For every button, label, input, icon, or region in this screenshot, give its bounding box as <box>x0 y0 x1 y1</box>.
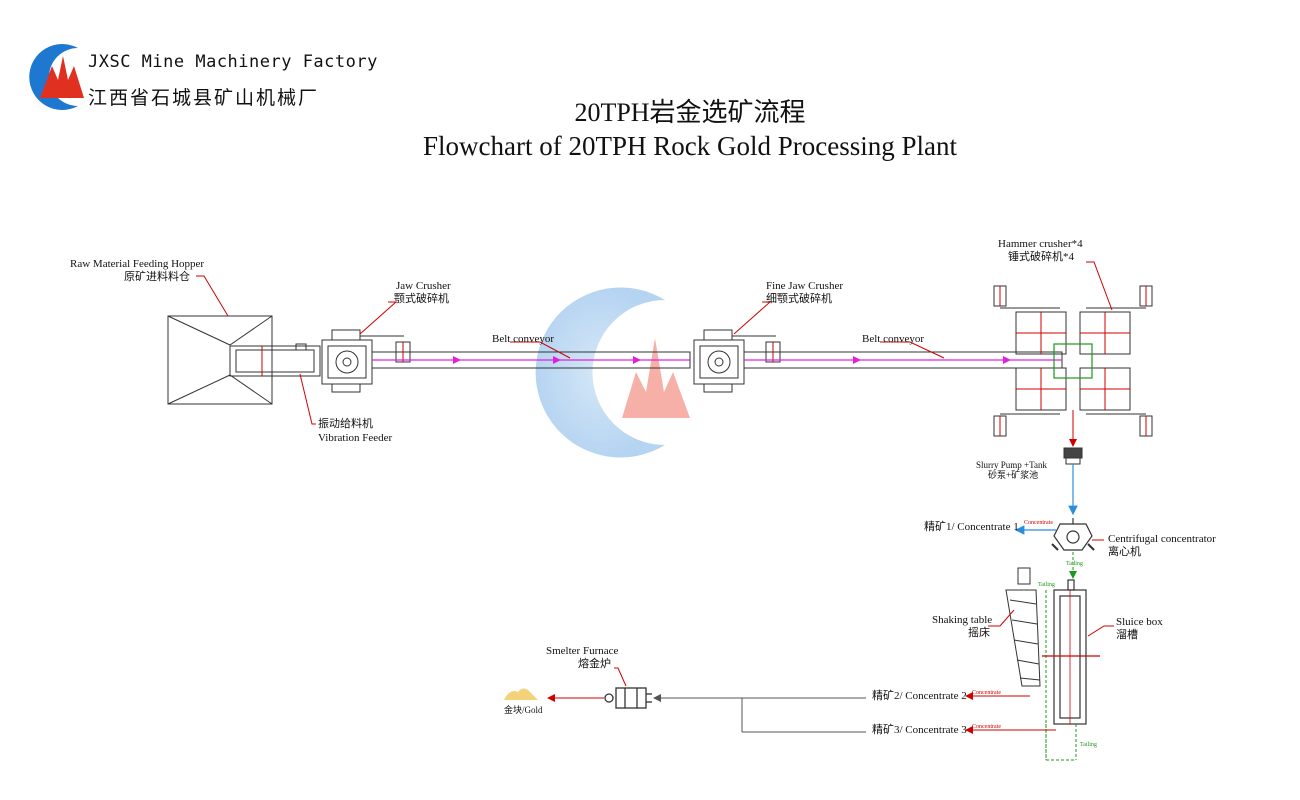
shaking-table <box>1005 567 1041 687</box>
belt-conveyor-2 <box>743 351 1063 369</box>
jaw-crusher-label-cn: 颚式破碎机 <box>394 293 449 305</box>
leader-lines <box>196 261 1114 687</box>
smelter-furnace <box>604 687 652 709</box>
concentrate-2-tag: Concentrate <box>972 690 1001 696</box>
concentrate-2-label: 精矿2/ Concentrate 2 <box>872 690 967 702</box>
fine-jaw-crusher <box>693 329 781 393</box>
sluice-box-label-en: Sluice box <box>1116 616 1163 628</box>
title-cn: 20TPH岩金选矿流程 <box>574 98 806 127</box>
tailing-tag-table: Tailing <box>1038 582 1055 588</box>
gold-label: 金块/Gold <box>504 705 543 715</box>
fine-jaw-crusher-label-en: Fine Jaw Crusher <box>766 280 843 292</box>
shaking-table-label-en: Shaking table <box>932 614 993 626</box>
vibration-feeder-label-cn: 振动给料机 <box>318 418 373 430</box>
concentrate-3-label: 精矿3/ Concentrate 3 <box>872 724 967 736</box>
merge-lines <box>653 694 866 733</box>
vibration-feeder <box>229 343 321 377</box>
centrifugal-label-en: Centrifugal concentrator <box>1108 533 1216 545</box>
tailing-tag-centrifugal: Tailing <box>1066 561 1083 567</box>
belt-conveyor-1 <box>371 351 691 369</box>
company-name-cn: 江西省石城县矿山机械厂 <box>88 87 320 109</box>
centrifugal-concentrator <box>1051 518 1095 551</box>
belt-conveyor-2-label: Belt conveyor <box>862 333 925 345</box>
company-name-en: JXSC Mine Machinery Factory <box>88 52 378 72</box>
centrifugal-label-cn: 离心机 <box>1108 546 1141 558</box>
jaw-crusher-label-en: Jaw Crusher <box>396 280 451 292</box>
smelter-label-cn: 熔金炉 <box>578 658 611 670</box>
belt-conveyor-1-label: Belt conveyor <box>492 333 555 345</box>
concentrate-1-tag: Concentrate <box>1024 520 1053 526</box>
hopper-label-en: Raw Material Feeding Hopper <box>70 258 205 270</box>
hammer-crusher-group <box>993 285 1153 437</box>
fine-jaw-crusher-label-cn: 细颚式破碎机 <box>766 293 832 305</box>
vibration-feeder-label-en: Vibration Feeder <box>318 432 393 444</box>
hopper-label-cn: 原矿进料料仓 <box>124 271 190 283</box>
concentrate-1-label: 精矿1/ Concentrate 1 <box>924 521 1019 533</box>
hammer-crusher-label-en: Hammer crusher*4 <box>998 238 1083 250</box>
tailing-tag-sluice: Tailing <box>1080 742 1097 748</box>
slurry-pump-label-cn: 砂泵+矿浆池 <box>988 470 1039 480</box>
watermark-logo <box>535 287 690 458</box>
sluice-box-label-cn: 溜槽 <box>1116 629 1138 641</box>
jaw-crusher <box>321 329 411 393</box>
sluice-box <box>1042 579 1100 725</box>
slurry-pump-tank <box>1063 447 1083 465</box>
concentrate-3-tag: Concentrate <box>972 724 1001 730</box>
slurry-pump-label-en: Slurry Pump +Tank <box>976 460 1047 470</box>
feeding-hopper <box>167 315 273 405</box>
shaking-table-label-cn: 摇床 <box>968 627 990 639</box>
gold-pile-icon <box>504 688 538 700</box>
company-logo <box>29 43 84 111</box>
hammer-crusher-label-cn: 锤式破碎机*4 <box>1008 251 1074 263</box>
smelter-label-en: Smelter Furnace <box>546 645 619 657</box>
title-en: Flowchart of 20TPH Rock Gold Processing … <box>423 131 957 161</box>
